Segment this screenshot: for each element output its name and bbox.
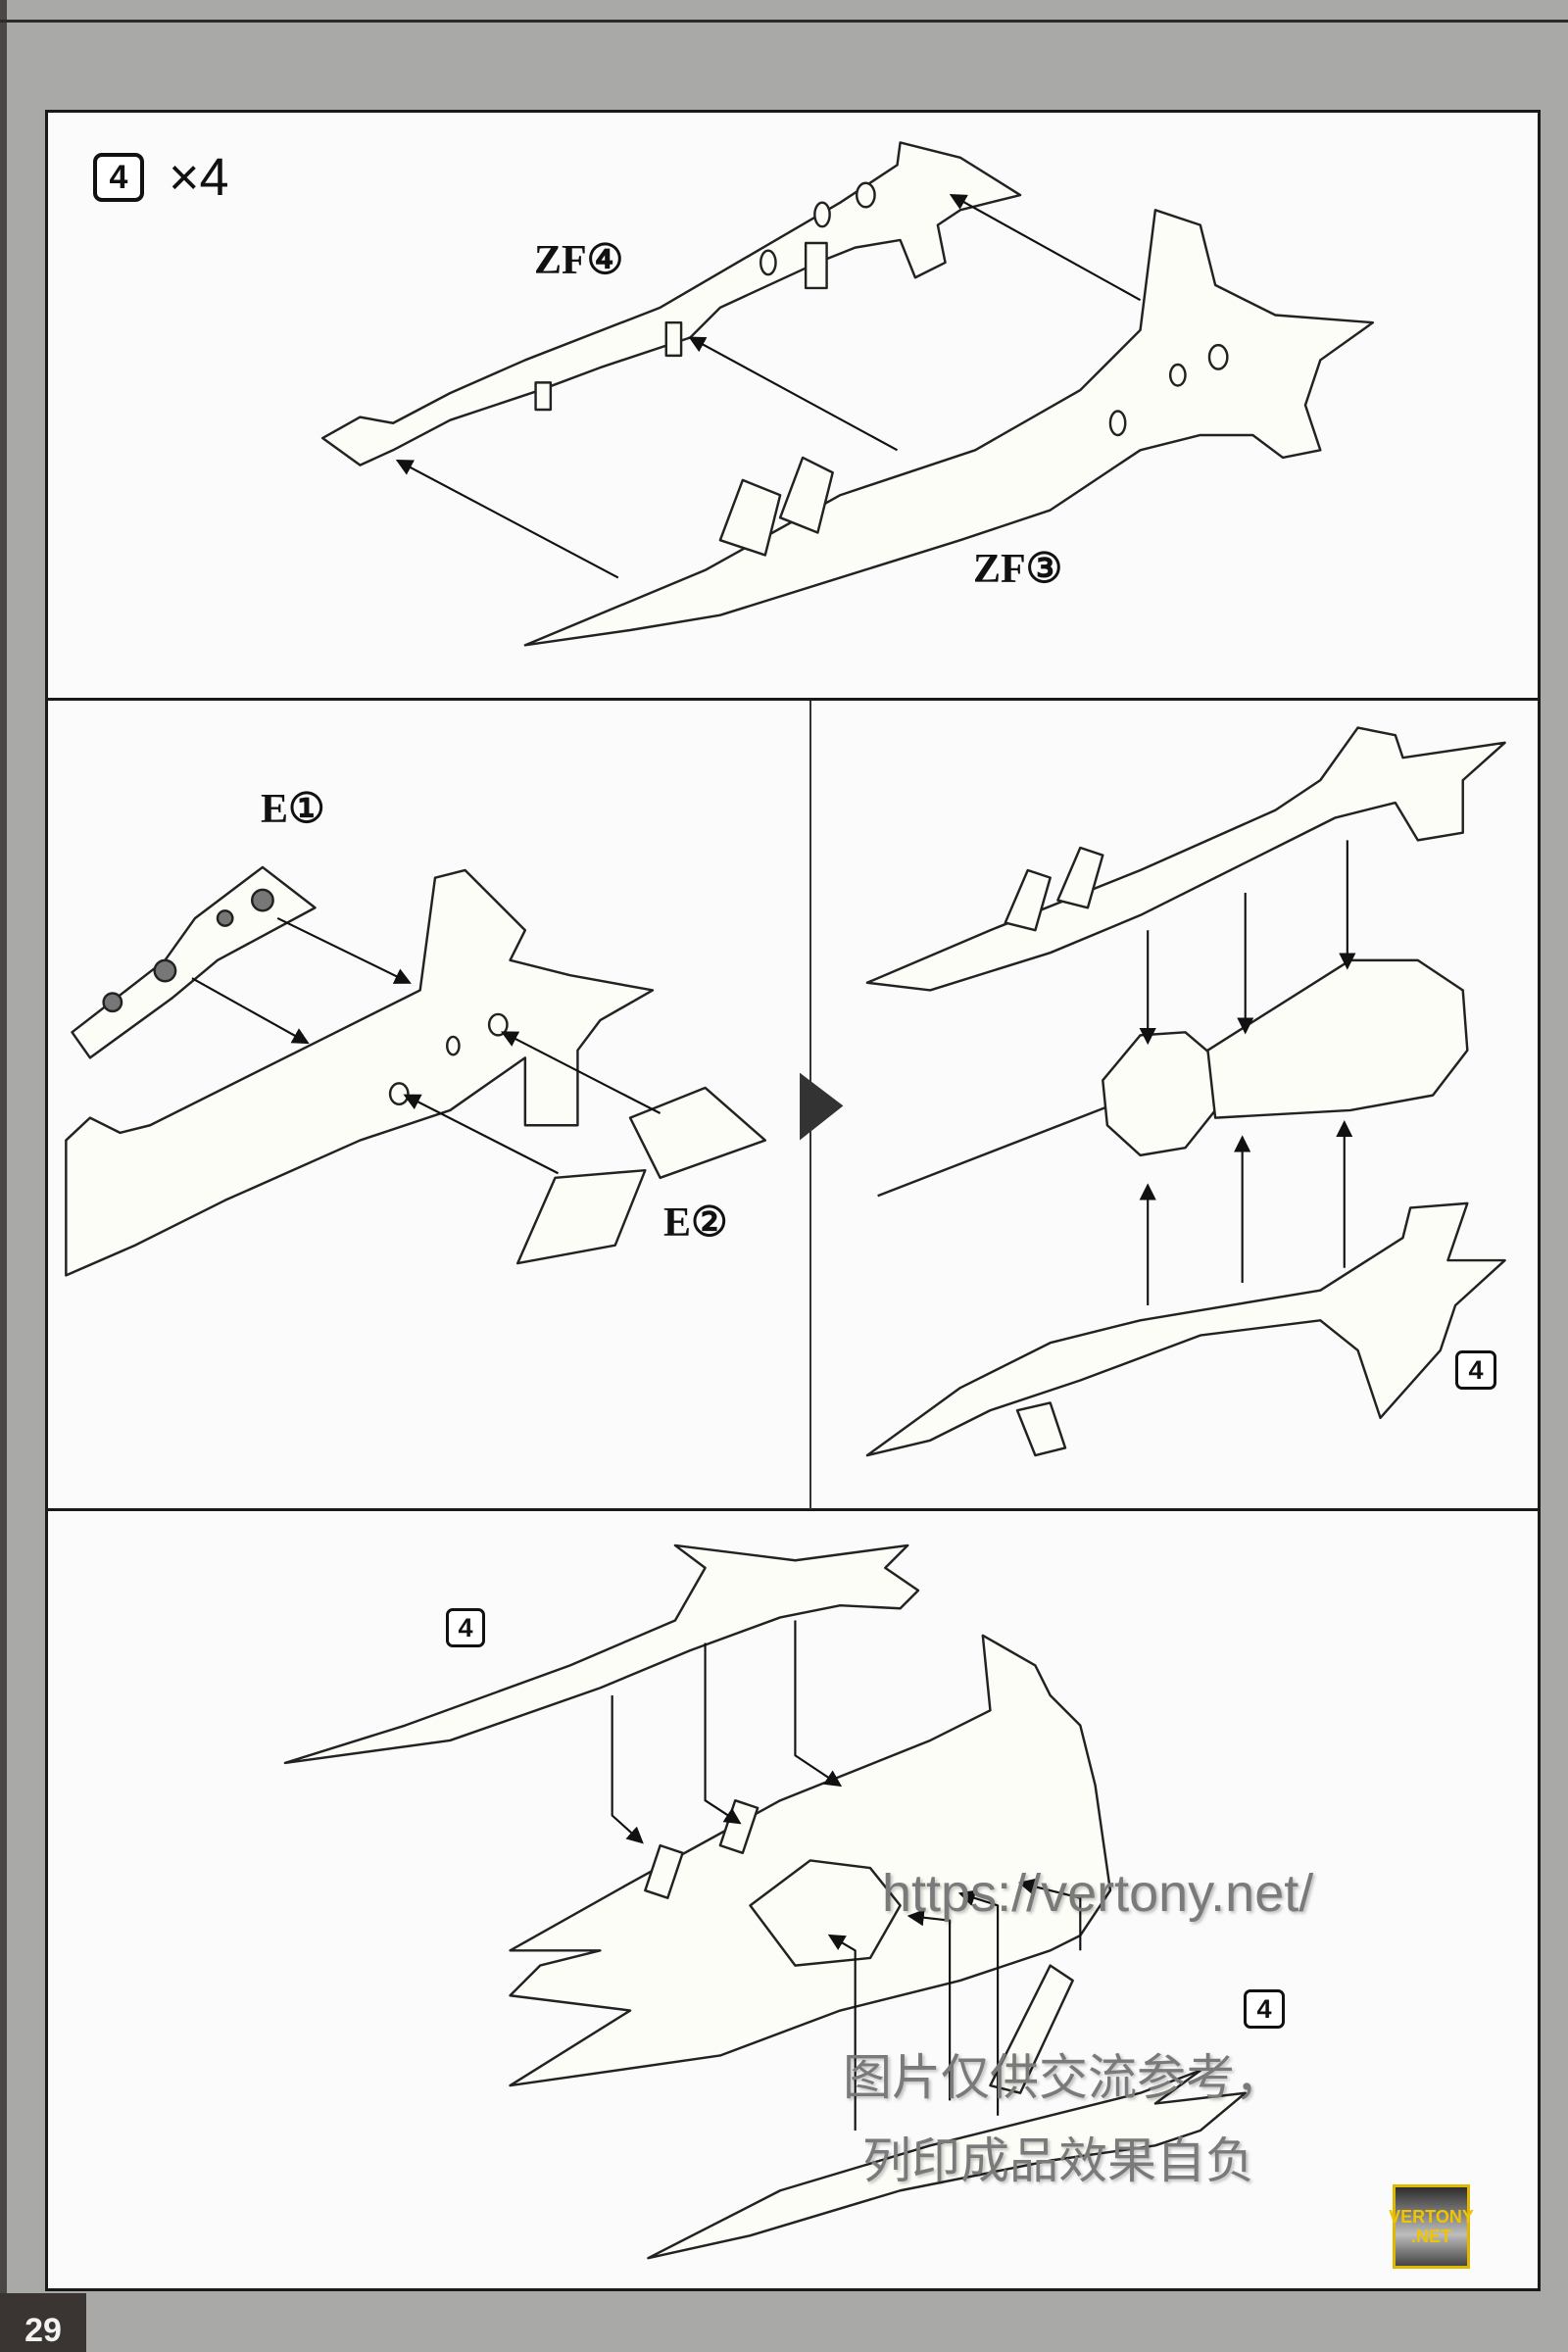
lower-frame-part xyxy=(865,1201,1506,1457)
missile-core-part xyxy=(877,958,1469,1198)
logo-line2: .NET xyxy=(1410,2227,1451,2246)
top-frame-part-step3 xyxy=(283,1544,920,1765)
top-border-line xyxy=(0,20,1568,23)
part-e2-pieces xyxy=(515,1086,767,1265)
part-label-e1: E① xyxy=(261,787,325,832)
watermark-line1: 图片仅供交流参考， xyxy=(843,2050,1284,2105)
multiplier-label: ×4 xyxy=(169,148,229,207)
panel-divider-1 xyxy=(45,698,1541,701)
assembly-arrows-step1 xyxy=(395,193,1142,579)
bottom-frame-part-step3 xyxy=(647,1964,1247,2260)
panel-divider-2 xyxy=(45,1508,1541,1511)
upper-frame-part xyxy=(865,726,1506,992)
wing-assembly xyxy=(65,868,655,1277)
part-label-e2: E② xyxy=(663,1200,728,1246)
subassembly-badge-top: 4 xyxy=(446,1608,485,1647)
part-zf4-frame xyxy=(320,141,1022,466)
watermark-line2: 列印成品效果自负 xyxy=(862,2133,1254,2188)
page-binding-edge xyxy=(0,0,7,2352)
part-e1-plate xyxy=(71,865,317,1059)
assembly-arrows-step2 xyxy=(191,917,662,1175)
vertony-logo: VERTONY .NET xyxy=(1389,2184,1474,2269)
part-label-zf4: ZF④ xyxy=(534,238,624,283)
page-number: 29 xyxy=(0,2293,86,2352)
watermark-url: https://vertony.net/ xyxy=(882,1864,1314,1923)
result-arrow-icon xyxy=(800,1072,844,1141)
result-badge: 4 xyxy=(1455,1350,1496,1390)
logo-line1: VERTONY xyxy=(1389,2207,1474,2227)
main-assembly-step3 xyxy=(509,1634,1112,2087)
part-label-zf3: ZF③ xyxy=(973,547,1063,592)
step-badge: 4 xyxy=(93,153,144,202)
assembly-arrows-step3 xyxy=(611,1620,1082,2132)
assembly-arrows-step2b xyxy=(1139,840,1356,1305)
part-zf3-frame xyxy=(523,209,1375,647)
subassembly-badge-bottom: 4 xyxy=(1244,1989,1285,2029)
